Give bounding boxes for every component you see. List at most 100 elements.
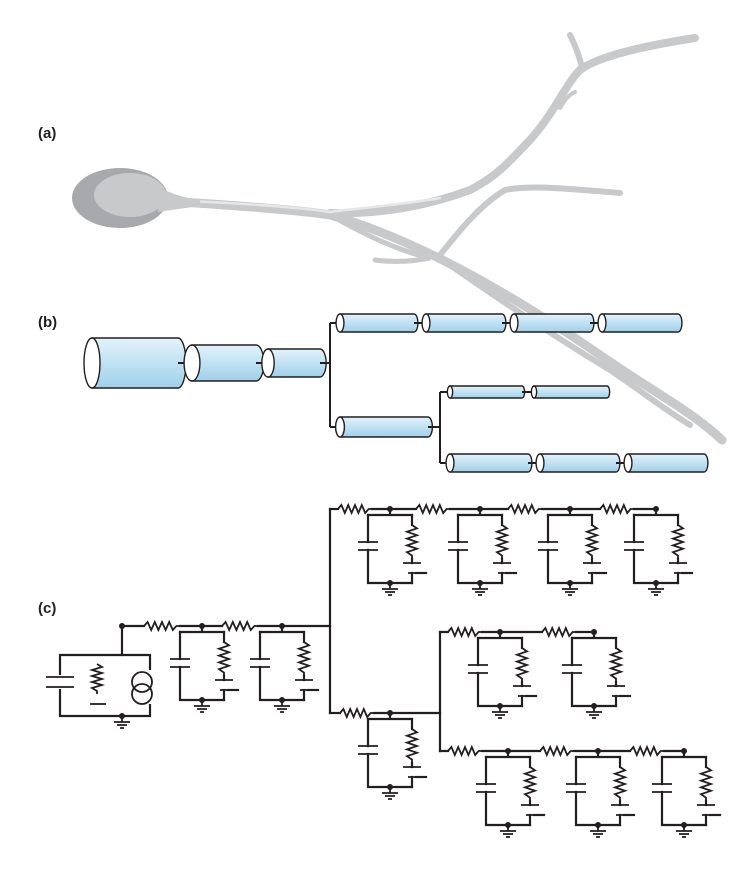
soma-cap-gap bbox=[48, 675, 72, 689]
cable-lower-lower-2-end bbox=[535, 453, 545, 473]
cable-upper-3-body bbox=[513, 313, 595, 333]
cable-lower-lower-1-body bbox=[449, 453, 533, 473]
lower-lower-cell-1-ground-lines bbox=[500, 825, 516, 838]
lower-lower-cell-2-capacitor bbox=[566, 783, 586, 793]
cable-lower-lower-1 bbox=[445, 453, 533, 473]
cable-lower-lower-1-end bbox=[445, 453, 455, 473]
trunk-cell-1-ground bbox=[194, 700, 210, 713]
lower-upper-cell-1-ground-lines bbox=[492, 706, 508, 719]
dendrite-side-twig bbox=[558, 90, 577, 110]
branch-point-2 bbox=[428, 391, 450, 464]
cable-trunk-1-end bbox=[183, 344, 201, 382]
cable-lower-1-body bbox=[339, 416, 434, 438]
trunk-cell-1-capacitor bbox=[170, 658, 190, 668]
lower-upper-cell-1-cap-wire bbox=[476, 636, 524, 708]
trunk-cell-1-ground-lines bbox=[194, 700, 210, 713]
lower-lower-cell-3-ground-lines bbox=[676, 825, 692, 838]
soma-ground bbox=[114, 716, 130, 729]
soma-capacitor bbox=[46, 676, 74, 688]
soma-resistor bbox=[88, 663, 106, 694]
dendrite-upper-twig bbox=[567, 32, 585, 71]
trunk-cell-2-ground-lines bbox=[274, 700, 290, 713]
trunk-cell-2-cap-wire bbox=[258, 630, 306, 702]
upper-cell-2-ground-lines bbox=[472, 583, 488, 596]
upper-resistor-2 bbox=[415, 502, 450, 516]
lower-lower-cell-3-resistor bbox=[698, 766, 714, 801]
upper-resistor-3-zigzag bbox=[507, 502, 542, 516]
upper-cell-4-capacitor bbox=[624, 541, 644, 551]
cable-lower-lower-3 bbox=[623, 453, 709, 473]
lower-lower-cell-3-node bbox=[681, 748, 687, 754]
upper-cell-1-resistor bbox=[404, 524, 420, 559]
cable-lower-1 bbox=[334, 416, 434, 438]
upper-resistor-1 bbox=[337, 502, 372, 516]
lower-upper-cell-2-node bbox=[591, 629, 597, 635]
lower-cell-1-resistor bbox=[404, 728, 420, 763]
cable-lower-lower-3-end bbox=[623, 453, 633, 473]
current-source-lower bbox=[131, 683, 153, 705]
lower-lower-cell-1-cap-wire bbox=[484, 755, 532, 827]
lower-cell-1-capacitor bbox=[358, 745, 378, 755]
upper-cell-1-ground bbox=[382, 583, 398, 596]
lower-cell-1-ground-lines bbox=[382, 787, 398, 800]
upper-cell-2-cap-wire bbox=[456, 513, 504, 585]
lower-upper-resistor-2 bbox=[541, 625, 576, 639]
upper-cell-3-node bbox=[567, 506, 573, 512]
upper-cell-2-ground bbox=[472, 583, 488, 596]
lower-upper-cell-1-node bbox=[497, 629, 503, 635]
upper-cell-2-node bbox=[477, 506, 483, 512]
trunk-cell-2-capacitor bbox=[250, 658, 270, 668]
lower-lower-resistor-1 bbox=[447, 744, 482, 758]
lower-upper-cell-1-resistor bbox=[514, 647, 530, 682]
upper-cell-3-ground bbox=[562, 583, 578, 596]
lower-lower-resistor-3 bbox=[629, 744, 664, 758]
trunk-cell-1-cap-wire bbox=[178, 630, 226, 702]
cable-upper-2 bbox=[421, 313, 507, 333]
trunk-resistor-1 bbox=[143, 619, 180, 633]
upper-cell-4-ground-lines bbox=[648, 583, 664, 596]
lower-resistor-1 bbox=[339, 706, 374, 720]
cable-lower-upper-1 bbox=[446, 385, 526, 399]
upper-cell-2-capacitor bbox=[448, 541, 468, 551]
soma-res-gap bbox=[89, 664, 105, 694]
lower-lower-cell-3-capacitor bbox=[652, 783, 672, 793]
upper-resistor-4-zigzag bbox=[599, 502, 634, 516]
upper-cell-4-battery bbox=[669, 562, 687, 574]
upper-cell-4-cap-wire bbox=[632, 513, 680, 585]
cable-upper-3-end bbox=[509, 313, 519, 333]
upper-cell-3-capacitor bbox=[538, 541, 558, 551]
dendrite-upper bbox=[326, 34, 699, 218]
lower-upper-resistor-1 bbox=[447, 625, 482, 639]
cable-soma bbox=[83, 337, 187, 389]
trunk-cell-1-resistor bbox=[216, 641, 232, 676]
lower-upper-resistor-2-zigzag bbox=[541, 625, 576, 639]
trunk-cell-2-ground bbox=[274, 700, 290, 713]
soma-highlight bbox=[94, 173, 166, 217]
trunk-resistor-2 bbox=[221, 619, 258, 633]
upper-cell-1-node bbox=[387, 506, 393, 512]
cable-upper-2-end bbox=[421, 313, 431, 333]
lower-lower-resistor-2-zigzag bbox=[539, 744, 574, 758]
upper-cell-3-resistor bbox=[584, 524, 600, 559]
cable-upper-4-body bbox=[601, 313, 683, 333]
lower-lower-cell-2-resistor bbox=[612, 766, 628, 801]
cable-soma-body bbox=[91, 337, 187, 389]
lower-lower-cell-3-battery bbox=[697, 804, 715, 816]
trunk-cell-2-battery bbox=[295, 679, 313, 691]
lower-cell-1-cap-wire bbox=[366, 717, 414, 789]
upper-cell-2-battery bbox=[493, 562, 511, 574]
soma-neck bbox=[158, 188, 200, 212]
lower-lower-cell-2-ground-lines bbox=[590, 825, 606, 838]
neuron-drawing bbox=[72, 32, 727, 445]
cable-upper-1-end bbox=[335, 313, 345, 333]
cable-trunk-2-body bbox=[267, 348, 327, 378]
trunk-resistor-2-zigzag bbox=[221, 619, 258, 633]
equivalent-circuit bbox=[46, 502, 722, 838]
cable-lower-lower-3-body bbox=[627, 453, 709, 473]
lower-lower-cell-1-battery bbox=[521, 804, 539, 816]
compartment-cables bbox=[83, 313, 709, 473]
upper-cell-3-cap-wire bbox=[546, 513, 594, 585]
soma-ground-lines bbox=[114, 716, 130, 729]
